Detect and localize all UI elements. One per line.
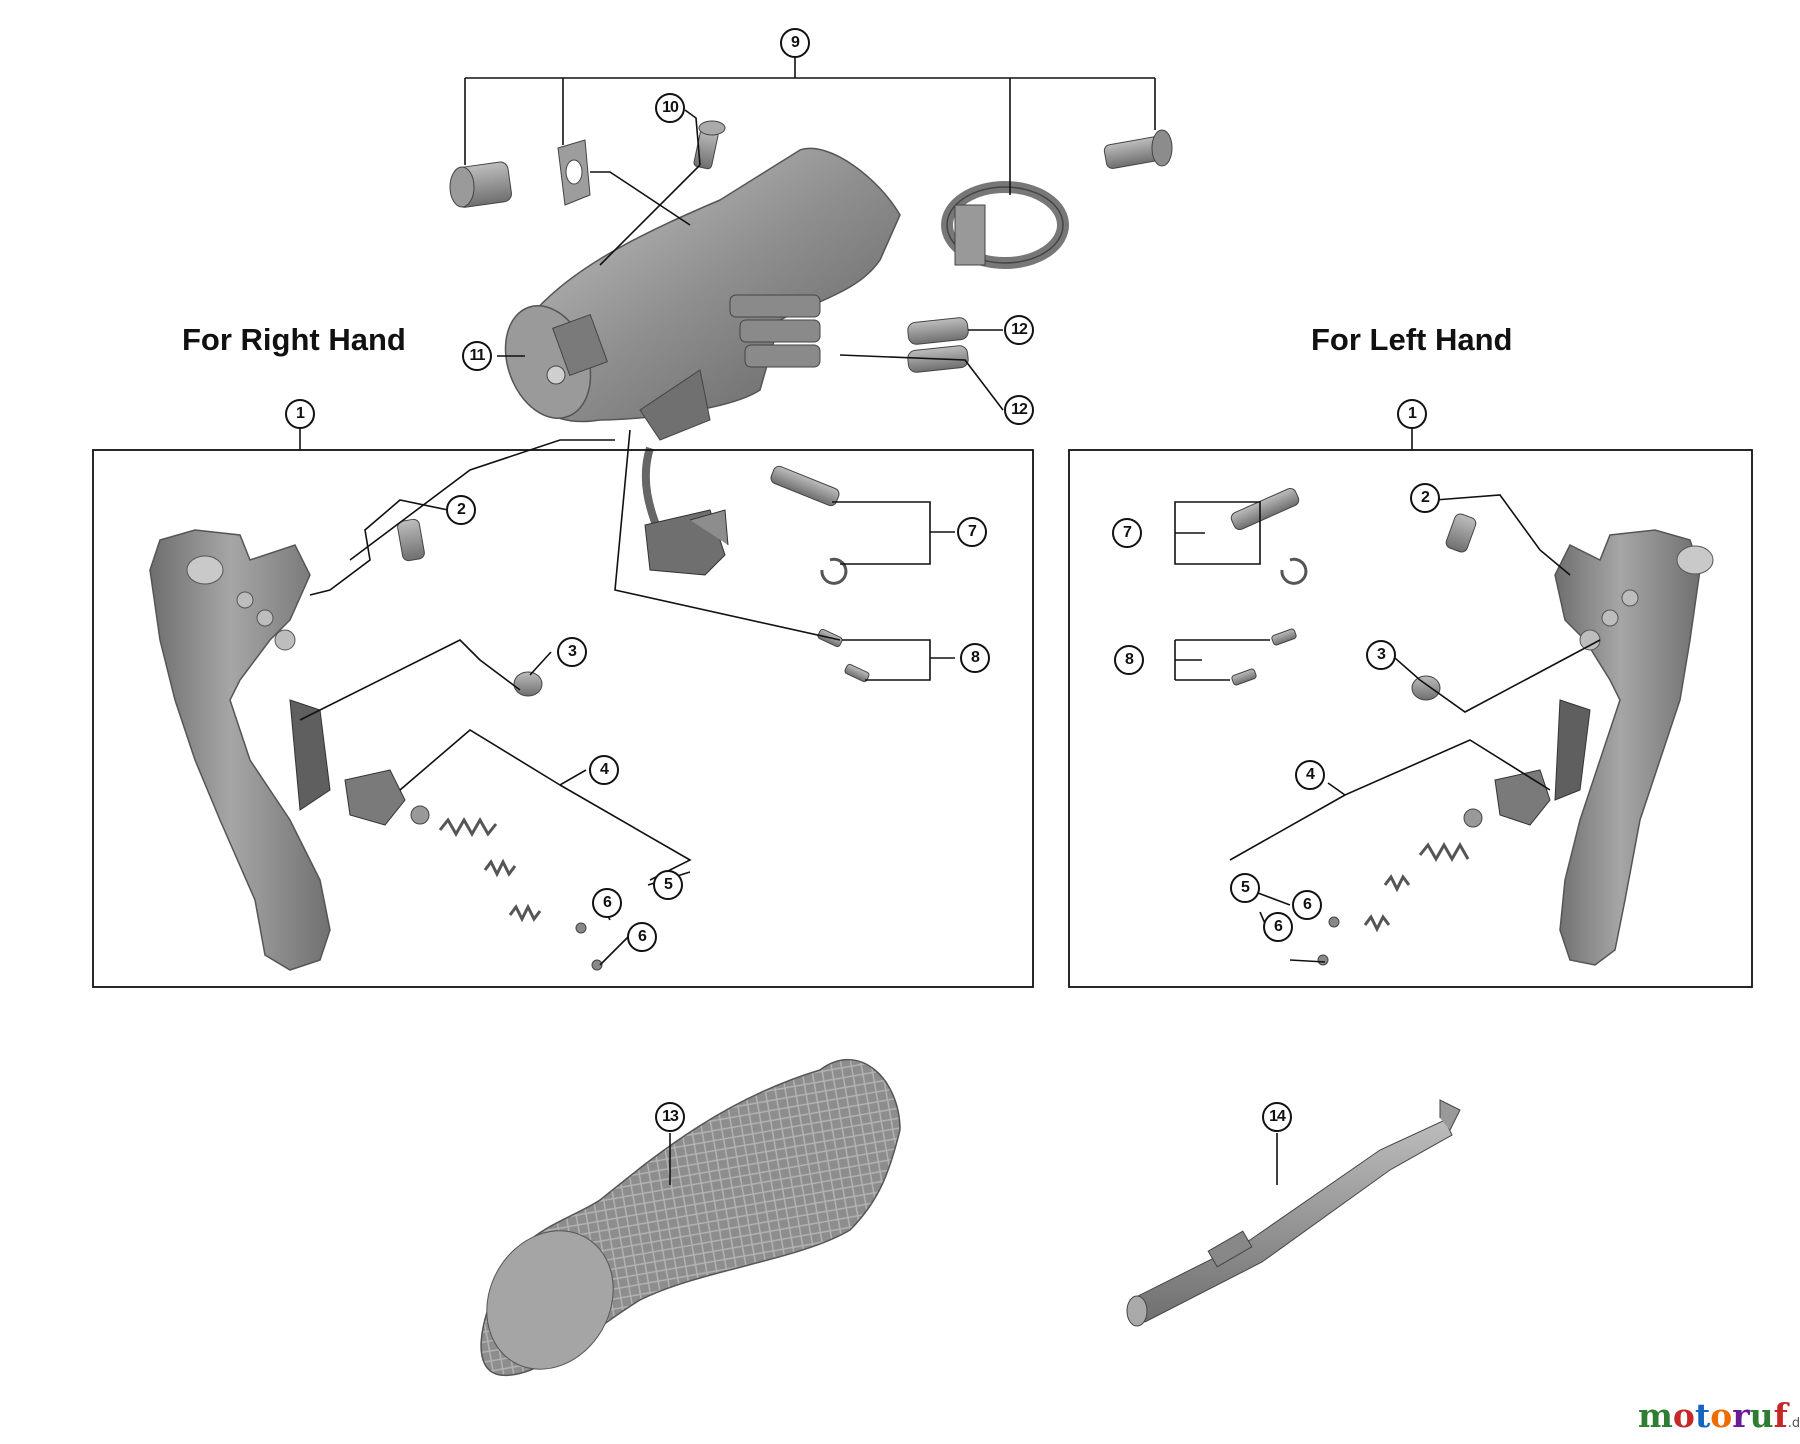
plug-12a (907, 317, 969, 345)
callout-6-right-b: 6 (627, 922, 657, 952)
callout-6-left-a: 6 (1292, 890, 1322, 920)
callout-11: 11 (462, 341, 492, 371)
bracket-cover-13 (480, 1058, 901, 1377)
title-right-hand: For Right Hand (182, 322, 406, 357)
callout-12-bottom: 12 (1004, 395, 1034, 425)
left-lever (1554, 529, 1714, 966)
right-lever (149, 529, 331, 971)
callout-7-left: 7 (1112, 518, 1142, 548)
callout-1-right: 1 (285, 399, 315, 429)
left-ratchet-4 (1317, 769, 1551, 966)
left-pin-7 (1230, 487, 1308, 585)
callout-3-left: 3 (1366, 640, 1396, 670)
callout-2-left: 2 (1410, 483, 1440, 513)
callout-5-left: 5 (1230, 873, 1260, 903)
bracket-bolt-nut (449, 161, 512, 208)
right-ratchet-4 (344, 769, 603, 971)
watermark-logo: motoruf.de (1638, 1396, 1800, 1435)
left-screws-8 (1231, 628, 1297, 686)
title-left-hand: For Left Hand (1311, 322, 1513, 357)
callout-13: 13 (655, 1102, 685, 1132)
clamp-bolt (1103, 129, 1173, 169)
callout-1-left: 1 (1397, 399, 1427, 429)
callout-4-right: 4 (589, 755, 619, 785)
callout-5-right: 5 (653, 870, 683, 900)
right-pin-7 (770, 465, 848, 585)
left-part-3 (1411, 675, 1441, 701)
callout-9: 9 (780, 28, 810, 58)
watermark-brand: motoruf (1638, 1396, 1788, 1435)
callout-4-left: 4 (1295, 760, 1325, 790)
handlebar-clamp-band (941, 181, 1069, 269)
right-hand-frame (92, 449, 1034, 988)
callout-10: 10 (655, 93, 685, 123)
leader-lines (299, 58, 1601, 1185)
bracket-washer (557, 139, 591, 206)
callout-8-right: 8 (960, 643, 990, 673)
left-hand-frame (1068, 449, 1753, 988)
callout-14: 14 (1262, 1102, 1292, 1132)
left-spring-2 (1445, 513, 1477, 553)
callout-2-right: 2 (446, 495, 476, 525)
watermark-tld: .de (1787, 1416, 1800, 1431)
callout-8-left: 8 (1114, 645, 1144, 675)
bracket-body (504, 147, 901, 441)
right-part-3 (513, 671, 543, 697)
callout-6-right-a: 6 (592, 888, 622, 918)
callout-7-right: 7 (957, 517, 987, 547)
callout-6-left-b: 6 (1263, 912, 1293, 942)
switch-unit (641, 446, 729, 576)
right-spring-2 (397, 518, 425, 562)
callout-3-right: 3 (557, 637, 587, 667)
callout-12-top: 12 (1004, 315, 1034, 345)
tool-14 (1126, 1099, 1461, 1327)
